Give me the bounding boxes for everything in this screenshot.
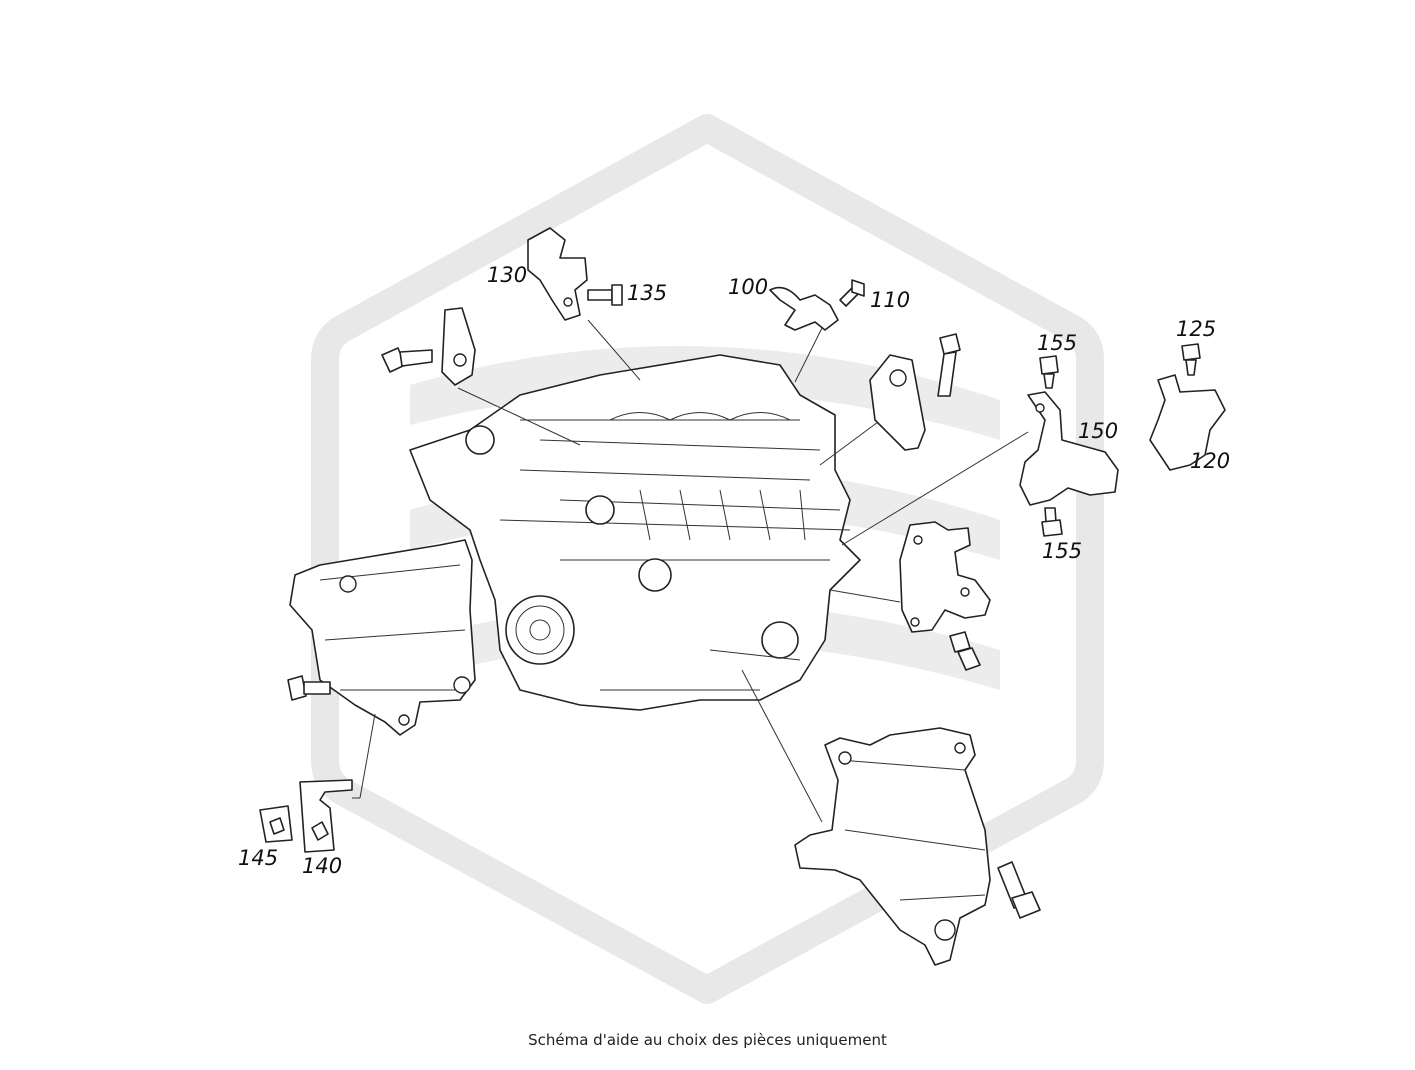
engine-mount-bracket-left[interactable]: [289, 539, 476, 736]
long-bolt[interactable]: [937, 333, 961, 397]
part-110-bolt[interactable]: [839, 279, 865, 307]
callout-labels: 130 135 100 110 155 125 150 120 155 145 …: [238, 263, 1230, 878]
part-150-bracket[interactable]: [1019, 391, 1119, 506]
lifting-eye[interactable]: [869, 354, 926, 451]
part-155-bolt-bottom[interactable]: [1041, 507, 1063, 537]
part-120-bracket[interactable]: [1149, 374, 1226, 471]
lifting-plate-left[interactable]: [441, 307, 476, 386]
bolt-bottom[interactable]: [997, 861, 1041, 919]
part-145-nut[interactable]: [259, 805, 293, 843]
callout-155-top[interactable]: 155: [1037, 331, 1077, 355]
callout-155-bottom[interactable]: 155: [1042, 539, 1082, 563]
callout-110[interactable]: 110: [870, 288, 910, 312]
bolt-left-mount[interactable]: [287, 675, 331, 701]
callout-125[interactable]: 125: [1176, 317, 1216, 341]
callout-140[interactable]: 140: [302, 854, 342, 878]
part-135-bolt[interactable]: [587, 284, 623, 306]
transmission-mount[interactable]: [794, 727, 991, 966]
diagram-caption: Schéma d'aide au choix des pièces unique…: [528, 1031, 887, 1049]
engine-assembly: [409, 354, 861, 711]
part-100-sensor[interactable]: [769, 286, 839, 331]
callout-145[interactable]: 145: [238, 846, 278, 870]
callout-120[interactable]: 120: [1190, 449, 1230, 473]
callout-130[interactable]: 130: [487, 263, 527, 287]
bolt-left[interactable]: [381, 347, 433, 373]
callout-100[interactable]: 100: [728, 275, 768, 299]
part-125-bolt[interactable]: [1181, 343, 1201, 376]
leader-lines: [352, 319, 1029, 823]
part-130-bracket[interactable]: [527, 227, 588, 321]
part-140-clip[interactable]: [299, 779, 353, 853]
callout-150[interactable]: 150: [1078, 419, 1118, 443]
callout-135[interactable]: 135: [627, 281, 667, 305]
bolt-right[interactable]: [949, 631, 981, 671]
part-155-bolt-top[interactable]: [1039, 355, 1059, 389]
engine-mount-bracket-right[interactable]: [899, 521, 991, 633]
